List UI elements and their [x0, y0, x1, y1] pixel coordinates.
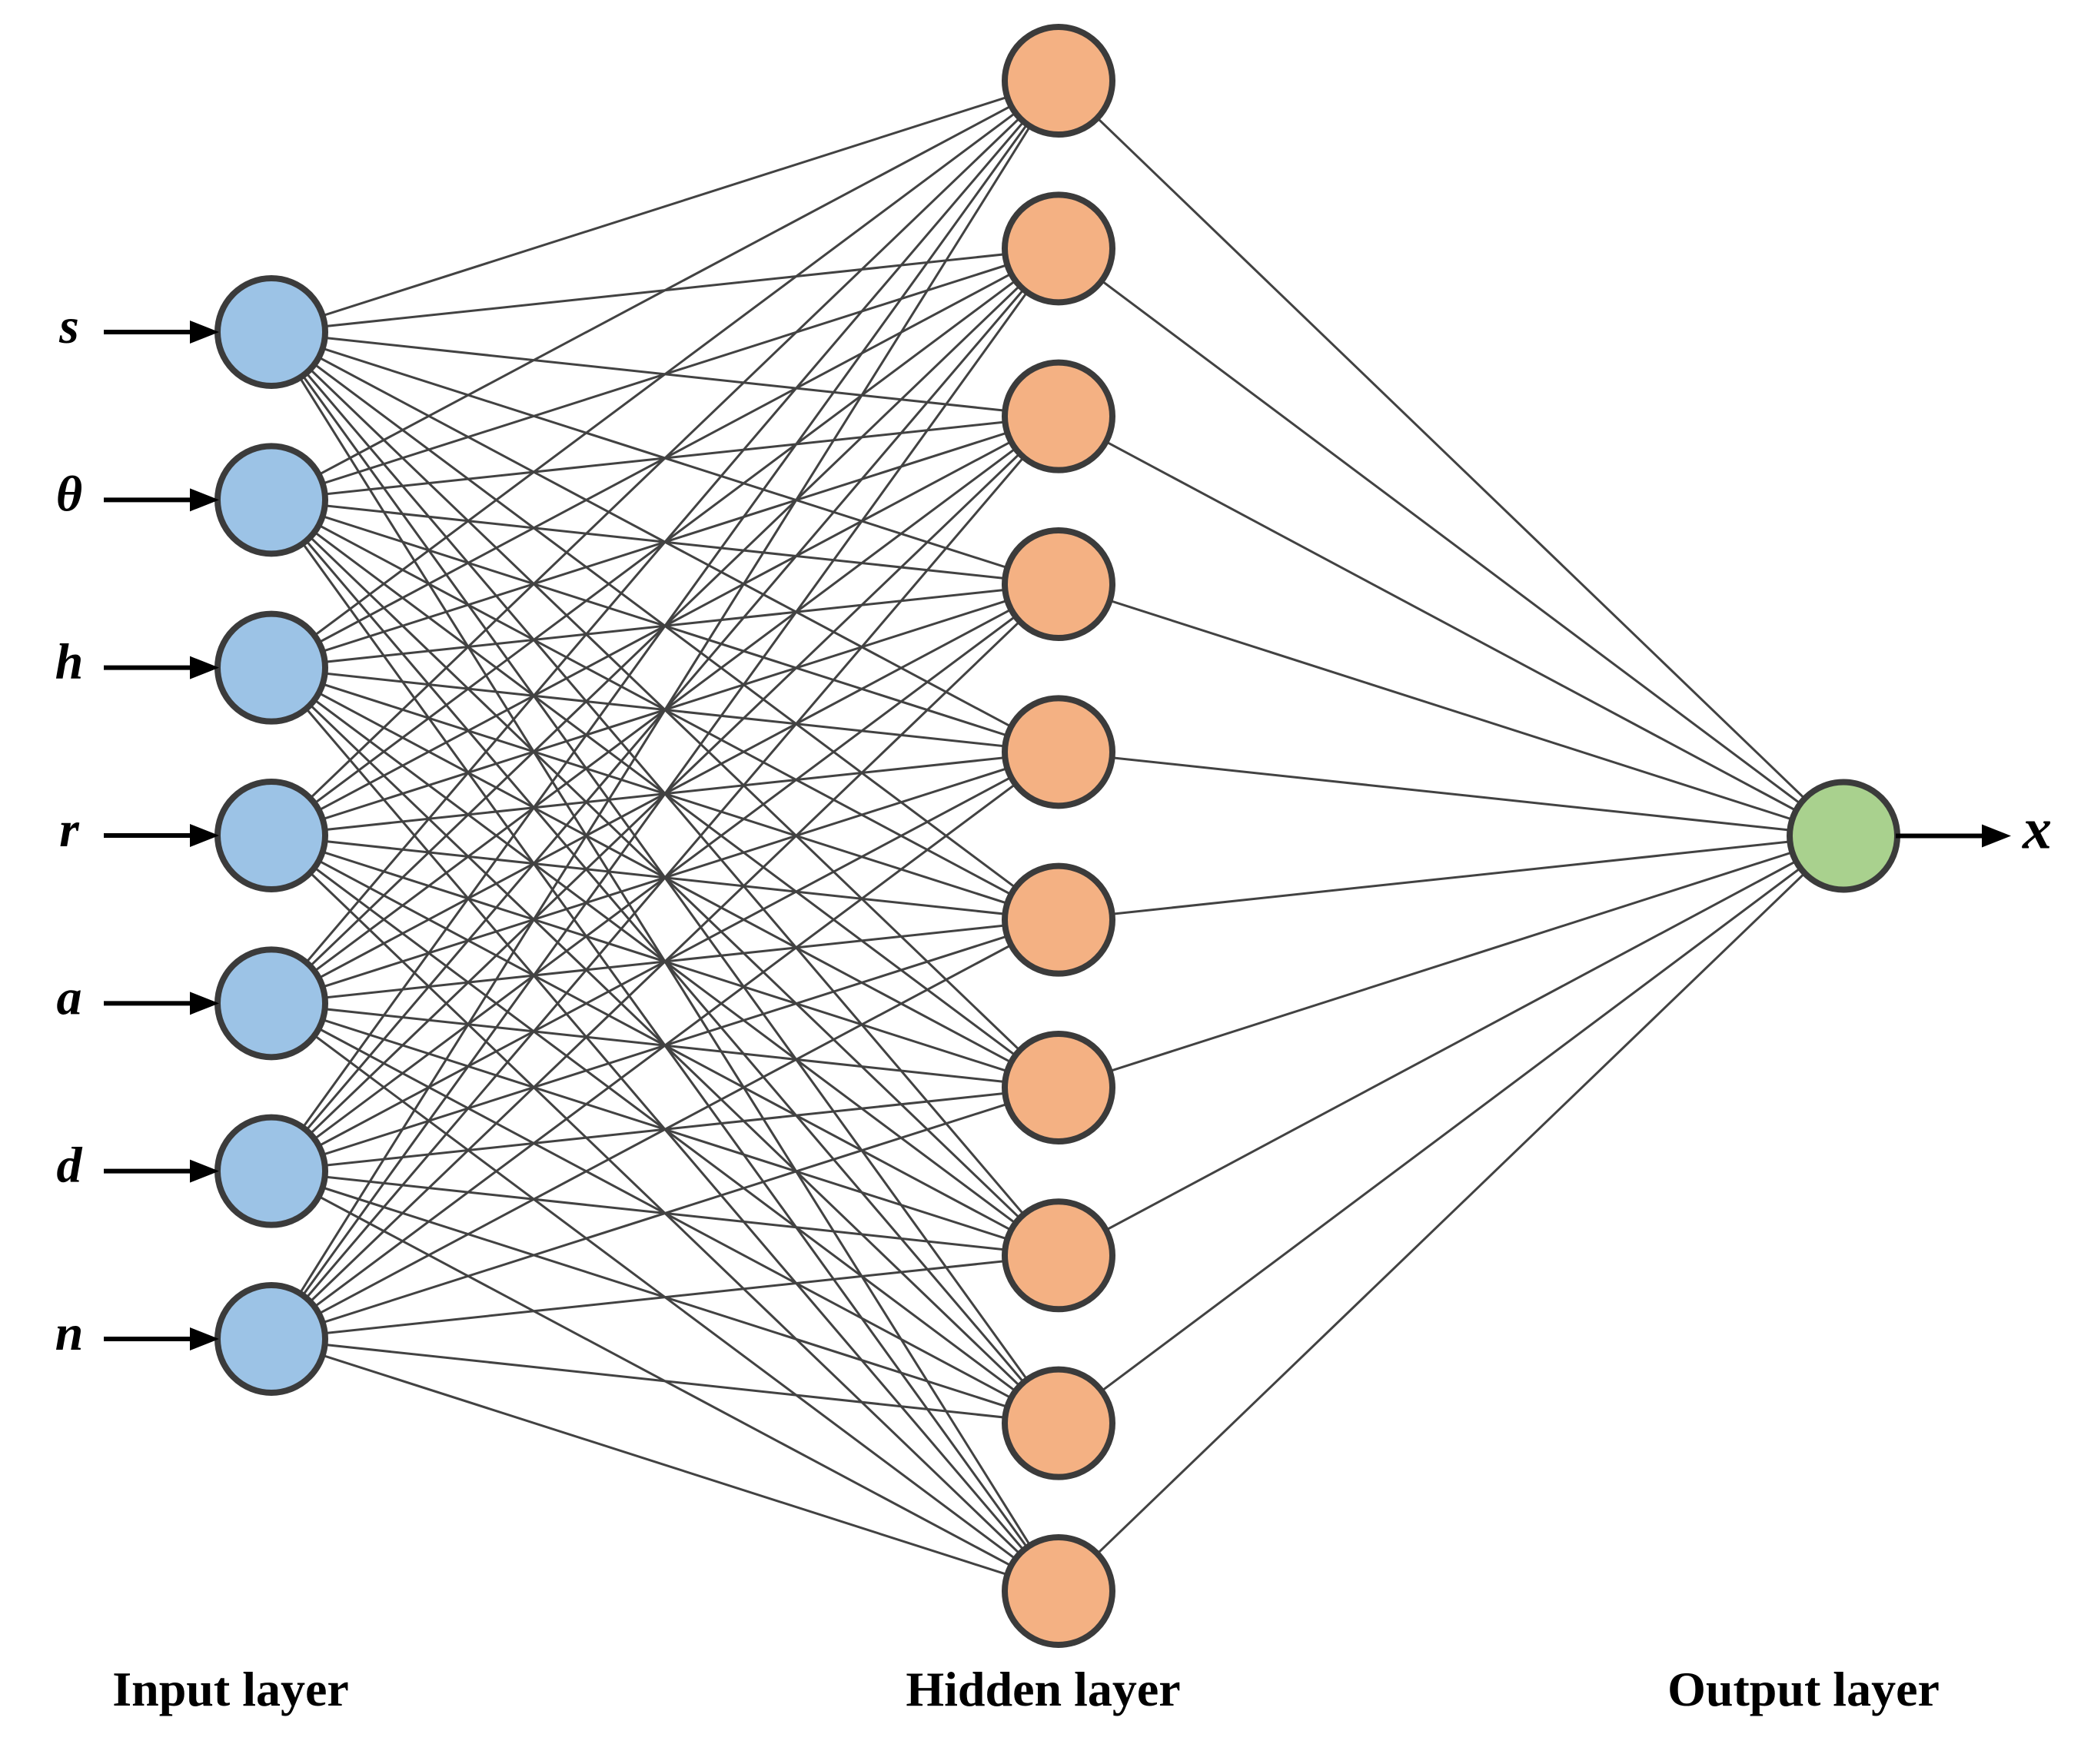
caption-input-layer: Input layer: [112, 1662, 349, 1716]
edge-hidden7-output: [1058, 835, 1844, 1089]
layer-captions: Input layer Hidden layer Output layer: [112, 1662, 1940, 1716]
edge-hidden3-output: [1058, 415, 1844, 837]
input-label-2: θ: [56, 466, 82, 522]
output-arrowhead-icon: [1982, 824, 2011, 848]
edge-input4-hidden1: [270, 79, 1060, 837]
io-arrows: [104, 321, 2011, 1350]
io-labels: s θ h r a d n x: [55, 298, 2052, 1361]
caption-hidden-layer: Hidden layer: [906, 1662, 1180, 1716]
edge-input7-hidden4: [270, 583, 1060, 1340]
input-arrowhead-icon: [190, 321, 219, 344]
input-arrowhead-icon: [190, 1159, 219, 1183]
input-arrowhead-icon: [190, 488, 219, 512]
input-node-3: [214, 610, 328, 725]
edge-input5-hidden1: [270, 80, 1060, 1005]
input-label-6: d: [57, 1138, 83, 1194]
edge-input6-hidden1: [270, 80, 1060, 1172]
edge-input7-hidden5: [271, 751, 1059, 1340]
hidden-node-9: [1002, 1366, 1115, 1480]
neuron-nodes: [214, 24, 1900, 1648]
connection-edges: [270, 79, 1845, 1593]
input-node-1: [214, 275, 328, 389]
hidden-node-10: [1002, 1533, 1115, 1648]
hidden-node-3: [1002, 359, 1115, 473]
input-arrowhead-icon: [190, 992, 219, 1015]
edge-input7-hidden3: [270, 415, 1060, 1340]
hidden-node-1: [1002, 24, 1115, 138]
edge-hidden10-output: [1057, 835, 1845, 1593]
edge-input1-hidden1: [271, 79, 1059, 334]
hidden-node-8: [1002, 1198, 1115, 1313]
hidden-node-6: [1002, 862, 1115, 977]
input-arrowhead-icon: [190, 1327, 219, 1350]
hidden-node-4: [1002, 527, 1115, 641]
input-arrowhead-icon: [190, 656, 219, 679]
input-node-4: [214, 778, 328, 892]
input-label-1: s: [58, 298, 79, 354]
hidden-node-5: [1002, 695, 1115, 809]
edge-hidden9-output: [1058, 835, 1844, 1424]
edge-input7-hidden6: [271, 919, 1059, 1340]
output-label-1: x: [2022, 797, 2052, 862]
edge-hidden2-output: [1058, 247, 1844, 837]
input-label-7: n: [55, 1305, 84, 1361]
edge-hidden6-output: [1058, 835, 1844, 922]
edge-input3-hidden1: [271, 79, 1059, 669]
output-node-1: [1787, 779, 1900, 893]
input-node-2: [214, 443, 328, 557]
input-label-4: r: [59, 802, 80, 858]
input-label-5: a: [57, 969, 82, 1025]
input-node-5: [214, 946, 328, 1061]
edge-hidden1-output: [1057, 79, 1845, 837]
input-node-7: [214, 1281, 328, 1396]
edge-input7-hidden10: [271, 1337, 1059, 1593]
edge-input7-hidden7: [271, 1086, 1059, 1340]
input-label-3: h: [55, 634, 84, 690]
edge-input2-hidden1: [271, 79, 1059, 501]
edge-input7-hidden9: [271, 1337, 1059, 1425]
edge-input7-hidden8: [271, 1254, 1059, 1340]
edge-hidden8-output: [1058, 835, 1844, 1257]
edge-input7-hidden2: [270, 247, 1060, 1340]
hidden-node-2: [1002, 191, 1115, 306]
edge-input7-hidden1: [270, 80, 1060, 1340]
edge-hidden5-output: [1058, 750, 1844, 837]
edge-hidden4-output: [1058, 583, 1844, 837]
input-node-6: [214, 1114, 328, 1228]
caption-output-layer: Output layer: [1667, 1662, 1940, 1716]
input-arrowhead-icon: [190, 823, 219, 847]
hidden-node-7: [1002, 1030, 1115, 1144]
